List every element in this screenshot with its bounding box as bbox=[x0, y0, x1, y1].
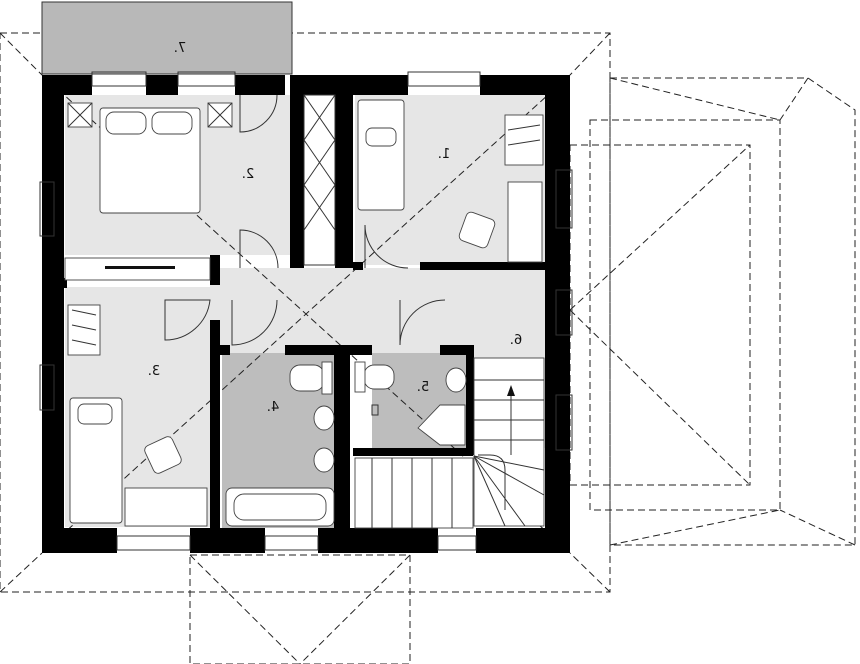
staircase bbox=[354, 357, 545, 529]
room-3-furniture bbox=[69, 397, 208, 527]
room-1-furniture bbox=[357, 99, 544, 263]
room-label-4: 4. bbox=[267, 400, 279, 415]
room-label-6: 6. bbox=[510, 333, 522, 348]
room-label-2: 2. bbox=[242, 167, 254, 182]
construction-lines bbox=[41, 74, 571, 554]
room-label-3: 3. bbox=[148, 364, 160, 379]
room-label-1: 1. bbox=[438, 147, 450, 162]
bathroom-5-fixtures bbox=[354, 361, 467, 446]
doors bbox=[164, 94, 446, 416]
room-label-5: 5. bbox=[417, 380, 429, 395]
bathroom-4-fixtures bbox=[225, 361, 335, 527]
room-labels: 7. 2. 1. 6. 3. 5. 4. bbox=[148, 41, 522, 415]
wardrobes bbox=[64, 94, 336, 356]
room-label-7: 7. bbox=[174, 41, 186, 56]
roof-outline bbox=[0, 32, 856, 664]
room-2-furniture bbox=[67, 102, 233, 214]
balcony bbox=[41, 1, 293, 75]
walls bbox=[42, 75, 570, 553]
windows bbox=[39, 71, 573, 551]
